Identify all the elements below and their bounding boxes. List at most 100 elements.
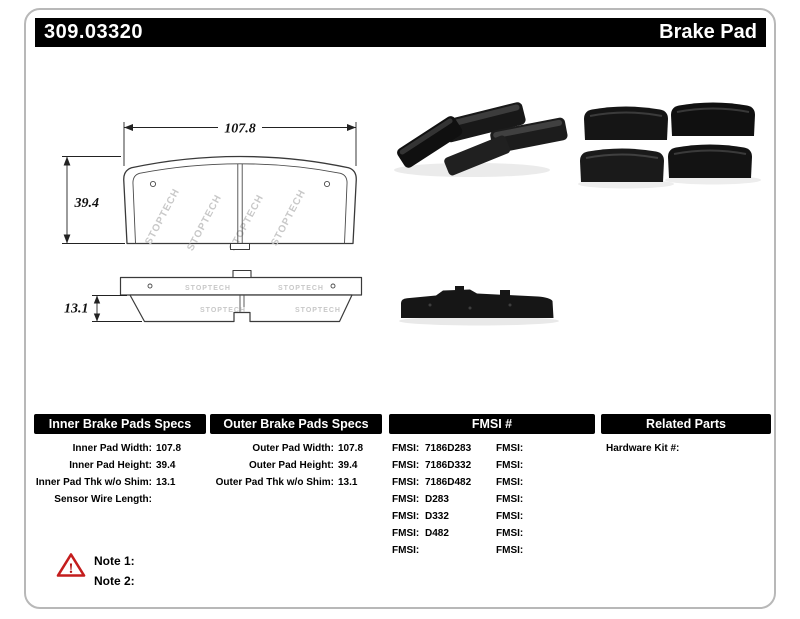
photo-shadow	[394, 163, 550, 177]
outer-specs-header: Outer Brake Pads Specs	[210, 414, 382, 434]
friction-material-edge	[129, 294, 353, 323]
fmsi-label: FMSI:	[496, 511, 524, 522]
fmsi-row: FMSI: D283 FMSI:	[389, 491, 595, 508]
spec-value: 107.8	[156, 443, 182, 454]
photo-shadow	[399, 316, 559, 326]
product-photo-edge-view	[399, 286, 559, 326]
dimension-text-bg	[218, 119, 262, 136]
watermark-text: STOPTECH	[185, 285, 231, 292]
fmsi-label: FMSI:	[496, 494, 524, 505]
arrowhead	[347, 124, 356, 131]
spec-value	[152, 491, 156, 508]
thickness-dimension-value: 13.1	[64, 302, 89, 317]
spec-value: 13.1	[156, 477, 176, 488]
spec-tables: Inner Brake Pads Specs Inner Pad Width: …	[0, 414, 800, 564]
pad-highlight	[585, 153, 659, 159]
note-2: Note 2:	[94, 574, 135, 588]
pad-body	[444, 135, 511, 176]
brake-pad-photo	[490, 117, 568, 153]
spec-value: 39.4	[338, 460, 358, 471]
fmsi-label: FMSI:	[392, 494, 420, 505]
arrowhead	[93, 295, 101, 304]
spec-label: Outer Pad Thk w/o Shim:	[215, 477, 334, 488]
fmsi-value: D482	[425, 528, 449, 539]
pad-nub	[455, 286, 464, 292]
height-dimension-value: 39.4	[74, 196, 100, 211]
fmsi-row: FMSI: 7186D283 FMSI:	[389, 440, 595, 457]
warning-triangle-outline	[56, 553, 86, 577]
outer-specs-table: Outer Brake Pads Specs Outer Pad Width: …	[210, 414, 382, 491]
pad-highlight	[673, 149, 747, 155]
fmsi-label: FMSI:	[496, 443, 524, 454]
spec-row: Hardware Kit #:	[601, 440, 771, 457]
fmsi-body: FMSI: 7186D283 FMSI: FMSI: 7186D332 FMSI…	[389, 434, 595, 559]
inner-specs-header: Inner Brake Pads Specs	[34, 414, 206, 434]
pad-friction-inner-line	[132, 163, 348, 244]
pad-side-view-drawing: STOPTECH STOPTECH STOPTECH STOPTECH	[119, 269, 363, 323]
fmsi-row: FMSI: D482 FMSI:	[389, 525, 595, 542]
spec-row: Outer Pad Height: 39.4	[210, 457, 382, 474]
spec-label: Hardware Kit #:	[606, 443, 680, 454]
arrowhead	[124, 124, 133, 131]
related-parts-header: Related Parts	[601, 414, 771, 434]
brake-pad-photo	[580, 148, 664, 182]
spec-value: 13.1	[338, 477, 358, 488]
fmsi-label: FMSI:	[392, 460, 420, 471]
spec-value: 107.8	[338, 443, 364, 454]
fmsi-row: FMSI: FMSI:	[389, 542, 595, 559]
spec-value: 39.4	[156, 460, 176, 471]
fmsi-table: FMSI # FMSI: 7186D283 FMSI: FMSI: 7186D3…	[389, 414, 595, 559]
spec-label: Outer Pad Width:	[252, 443, 334, 454]
fmsi-row: FMSI: 7186D332 FMSI:	[389, 457, 595, 474]
arrowhead	[63, 234, 71, 244]
pad-rivet-mark	[149, 180, 157, 188]
fmsi-row: FMSI: D332 FMSI:	[389, 508, 595, 525]
width-dimension-value: 107.8	[224, 122, 256, 137]
watermark-text: STOPTECH	[278, 285, 324, 292]
plate-top-tab	[232, 269, 252, 279]
fmsi-label: FMSI:	[392, 443, 420, 454]
related-parts-body: Hardware Kit #:	[601, 434, 771, 457]
arrowhead	[93, 313, 101, 322]
product-photo-loose-pads	[394, 102, 568, 177]
brake-pad-photo	[401, 289, 554, 318]
notes-section: ! Note 1: Note 2:	[56, 550, 376, 604]
spec-label: Inner Pad Width:	[72, 443, 152, 454]
pad-highlight	[589, 111, 663, 117]
pad-backing	[493, 119, 563, 139]
brake-pad-photo	[444, 135, 511, 176]
note-1: Note 1:	[94, 554, 135, 568]
product-photo-pad-set	[578, 102, 761, 189]
fmsi-row: FMSI: 7186D482 FMSI:	[389, 474, 595, 491]
technical-drawing-area: STOPTECH STOPTECH STOPTECH STOPTECH 107.…	[62, 102, 761, 326]
warning-triangle-icon: !	[56, 553, 86, 577]
spec-label: Sensor Wire Length:	[54, 494, 152, 505]
spec-row: Outer Pad Thk w/o Shim: 13.1	[210, 474, 382, 491]
warning-exclamation: !	[69, 561, 74, 577]
fmsi-label: FMSI:	[496, 477, 524, 488]
pad-front-view-drawing: STOPTECH STOPTECH STOPTECH STOPTECH	[123, 155, 357, 253]
pad-backing	[399, 118, 453, 155]
watermark-text: STOPTECH	[295, 307, 341, 314]
pad-texture	[428, 303, 432, 307]
pad-texture	[468, 306, 472, 310]
fmsi-label: FMSI:	[392, 511, 420, 522]
fmsi-value: D283	[425, 494, 449, 505]
page-title: Brake Pad	[659, 21, 757, 43]
brake-pad-photo	[442, 102, 526, 143]
plate-hole	[330, 283, 336, 289]
spec-row: Inner Pad Thk w/o Shim: 13.1	[34, 474, 206, 491]
fmsi-label: FMSI:	[392, 545, 420, 556]
thickness-dimension: 13.1	[64, 295, 142, 322]
pad-texture	[508, 303, 512, 307]
watermark-text: STOPTECH	[200, 307, 246, 314]
fmsi-label: FMSI:	[496, 528, 524, 539]
pad-body	[397, 116, 463, 168]
brake-pad-photo	[671, 102, 755, 136]
header-bar: 309.03320 Brake Pad	[35, 18, 766, 47]
fmsi-label: FMSI:	[392, 477, 420, 488]
fmsi-value: 7186D283	[425, 443, 472, 454]
plate-hole	[147, 283, 153, 289]
spec-row: Outer Pad Width: 107.8	[210, 440, 382, 457]
spec-label: Inner Pad Height:	[69, 460, 152, 471]
